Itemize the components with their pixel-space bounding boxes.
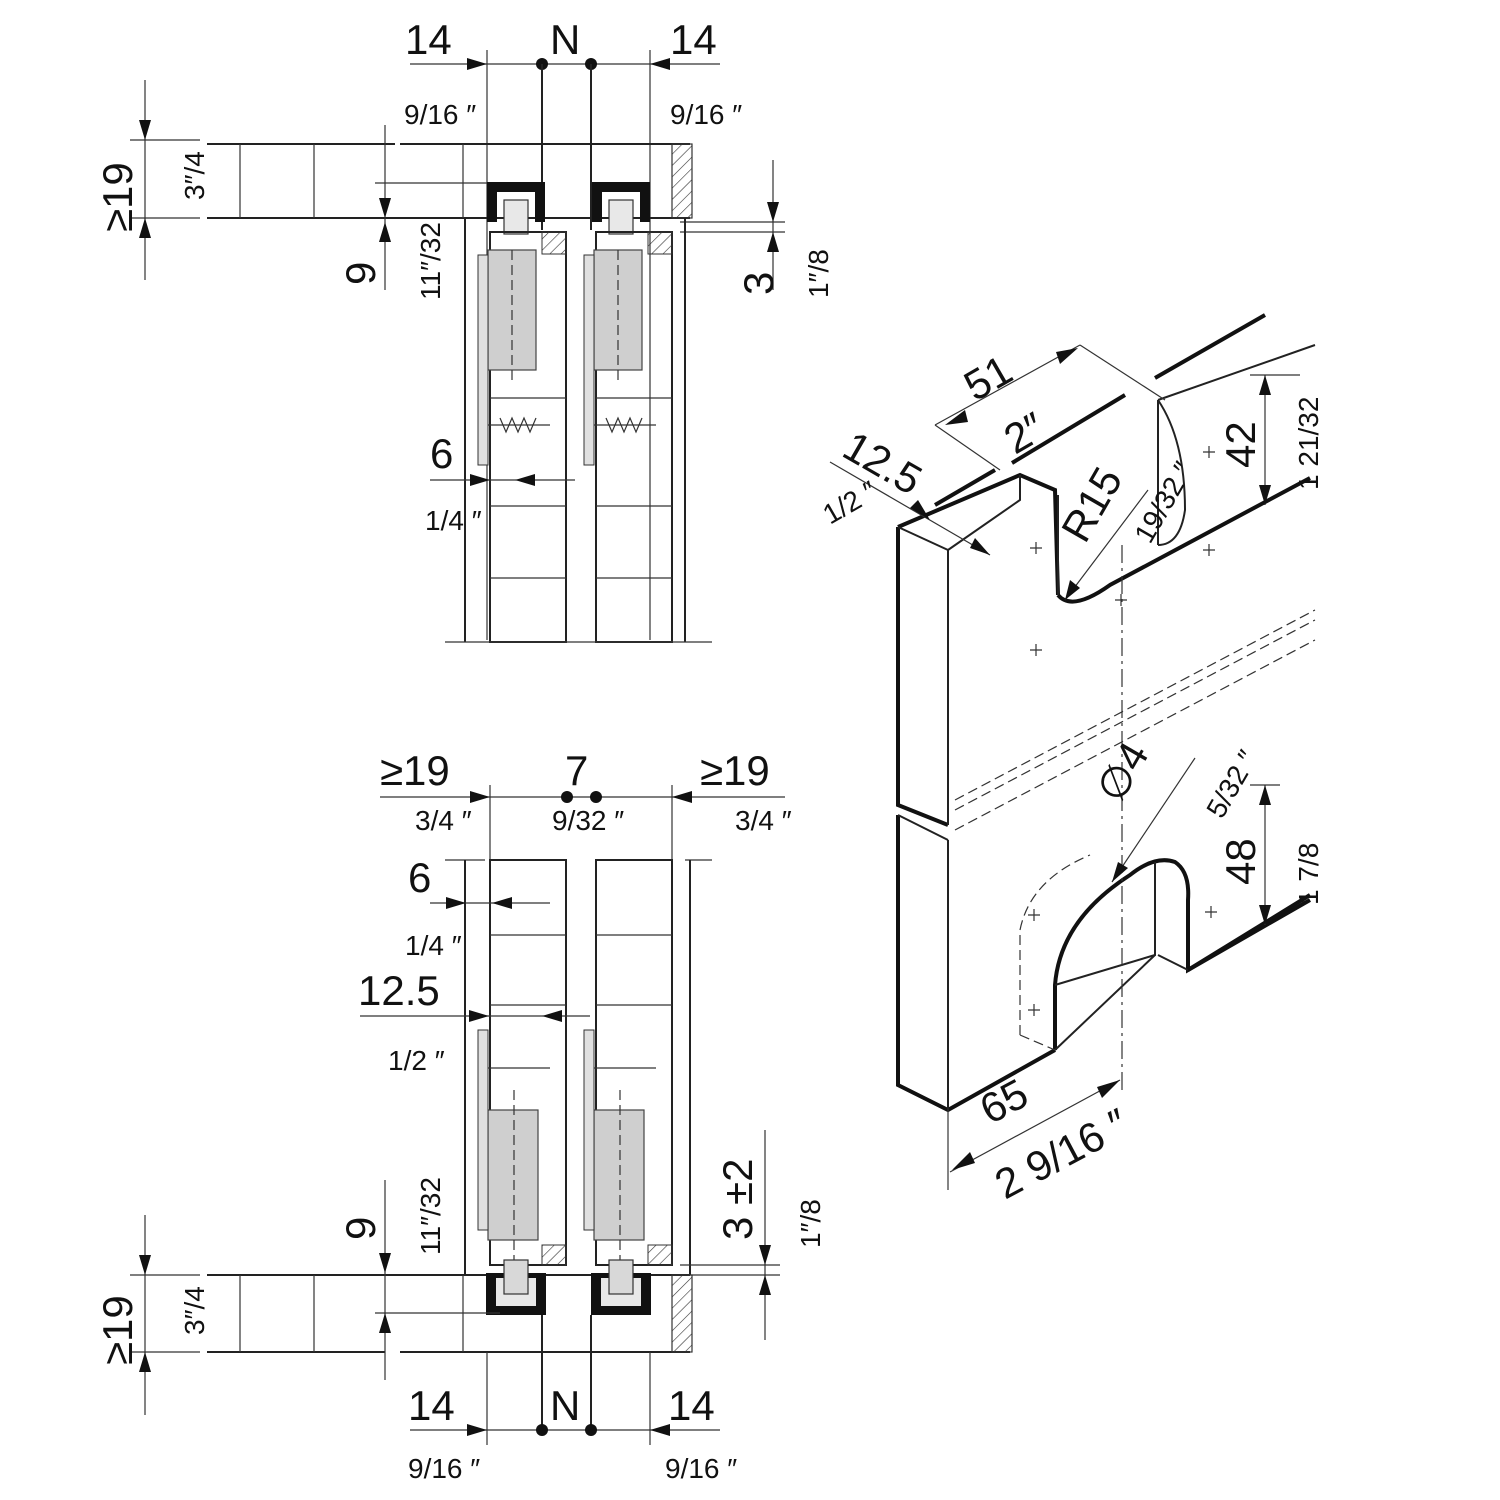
iso-top-height-in: 1 21/32 (1293, 397, 1324, 490)
bottom-panel-thickness: ≥19 (94, 1295, 141, 1365)
bottom-edge-offset-in: 1/4 ″ (405, 930, 462, 961)
bottom-offset-tol-in: 1″/8 (795, 1199, 826, 1248)
cross-marks (1028, 446, 1217, 1016)
dimension-dot (590, 791, 602, 803)
top-left-margin-in: 9/16 ″ (404, 99, 476, 130)
roller-carriage (487, 1109, 539, 1241)
rail-right (591, 1259, 651, 1315)
top-left-margin: 14 (405, 16, 452, 63)
bottom-offset-tol: 3 ±2 (714, 1159, 761, 1240)
door-leaf-right (583, 231, 673, 643)
iso-width: 51 (956, 346, 1020, 410)
bottom-rail-depth: 9 (337, 1217, 384, 1240)
dimension-dot (536, 1424, 548, 1436)
bottom-edge-offset: 6 (408, 854, 431, 901)
bottom-left-margin-in: 3/4 ″ (415, 805, 472, 836)
rail-left (487, 182, 545, 235)
iso-radius: R15 (1052, 459, 1131, 549)
top-right-margin: 14 (670, 16, 717, 63)
iso-width-in: 2″ (996, 403, 1053, 463)
bottom-center-gap: 7 (565, 747, 588, 794)
bottom-setback-in: 1/2 ″ (388, 1045, 445, 1076)
iso-hole-in: 5/32 ″ (1200, 745, 1263, 823)
door-leaf-left (477, 231, 567, 643)
roller-carriage (593, 1109, 645, 1241)
top-view: 14 9/16 ″ N 14 9/16 ″ ≥19 3″/4 9 11″/32 (94, 16, 834, 643)
iso-view: 51 2″ 12.5 1/2 ″ R15 19/32 ″ 42 1 21/32 … (818, 313, 1324, 1208)
top-edge-offset: 6 (430, 430, 453, 477)
iso-bottom-height-in: 1 7/8 (1293, 843, 1324, 905)
top-right-offset: 3 (735, 272, 782, 295)
top-panel-thickness-in: 3″/4 (179, 151, 210, 200)
iso-hole: ∅4 (1087, 734, 1158, 809)
bottom-right-margin: ≥19 (700, 747, 770, 794)
top-rail-depth-in: 11″/32 (415, 222, 446, 300)
top-edge-offset-in: 1/4 ″ (425, 505, 482, 536)
rail-left (486, 1259, 546, 1315)
bottom-center-gap-2: N (550, 1382, 580, 1429)
iso-bottom-height: 48 (1217, 838, 1264, 885)
bottom-view: ≥19 3/4 ″ 7 9/32 ″ ≥19 3/4 ″ (94, 747, 826, 1484)
iso-top-height: 42 (1217, 421, 1264, 468)
bottom-right-margin-2: 14 (668, 1382, 715, 1429)
bottom-setback: 12.5 (358, 967, 440, 1014)
top-panel-thickness: ≥19 (94, 162, 141, 232)
rail-right (592, 182, 650, 235)
top-right-offset-in: 1″/8 (803, 249, 834, 298)
bottom-left-margin: ≥19 (380, 747, 450, 794)
dimension-dot (585, 1424, 597, 1436)
door-leaf-left (477, 859, 567, 1266)
bottom-rail-depth-in: 11″/32 (415, 1177, 446, 1255)
top-right-margin-in: 9/16 ″ (670, 99, 742, 130)
bottom-left-margin-2-in: 9/16 ″ (408, 1453, 480, 1484)
door-leaf-right (583, 859, 673, 1266)
bottom-panel-thickness-in: 3″/4 (179, 1286, 210, 1335)
iso-length: 65 (972, 1070, 1035, 1133)
bottom-right-margin-in: 3/4 ″ (735, 805, 792, 836)
bottom-left-margin-2: 14 (408, 1382, 455, 1429)
bottom-center-gap-in: 9/32 ″ (552, 805, 624, 836)
bottom-right-margin-2-in: 9/16 ″ (665, 1453, 737, 1484)
top-center-gap: N (550, 16, 580, 63)
top-rail-depth: 9 (337, 262, 384, 285)
dimension-dot (561, 791, 573, 803)
